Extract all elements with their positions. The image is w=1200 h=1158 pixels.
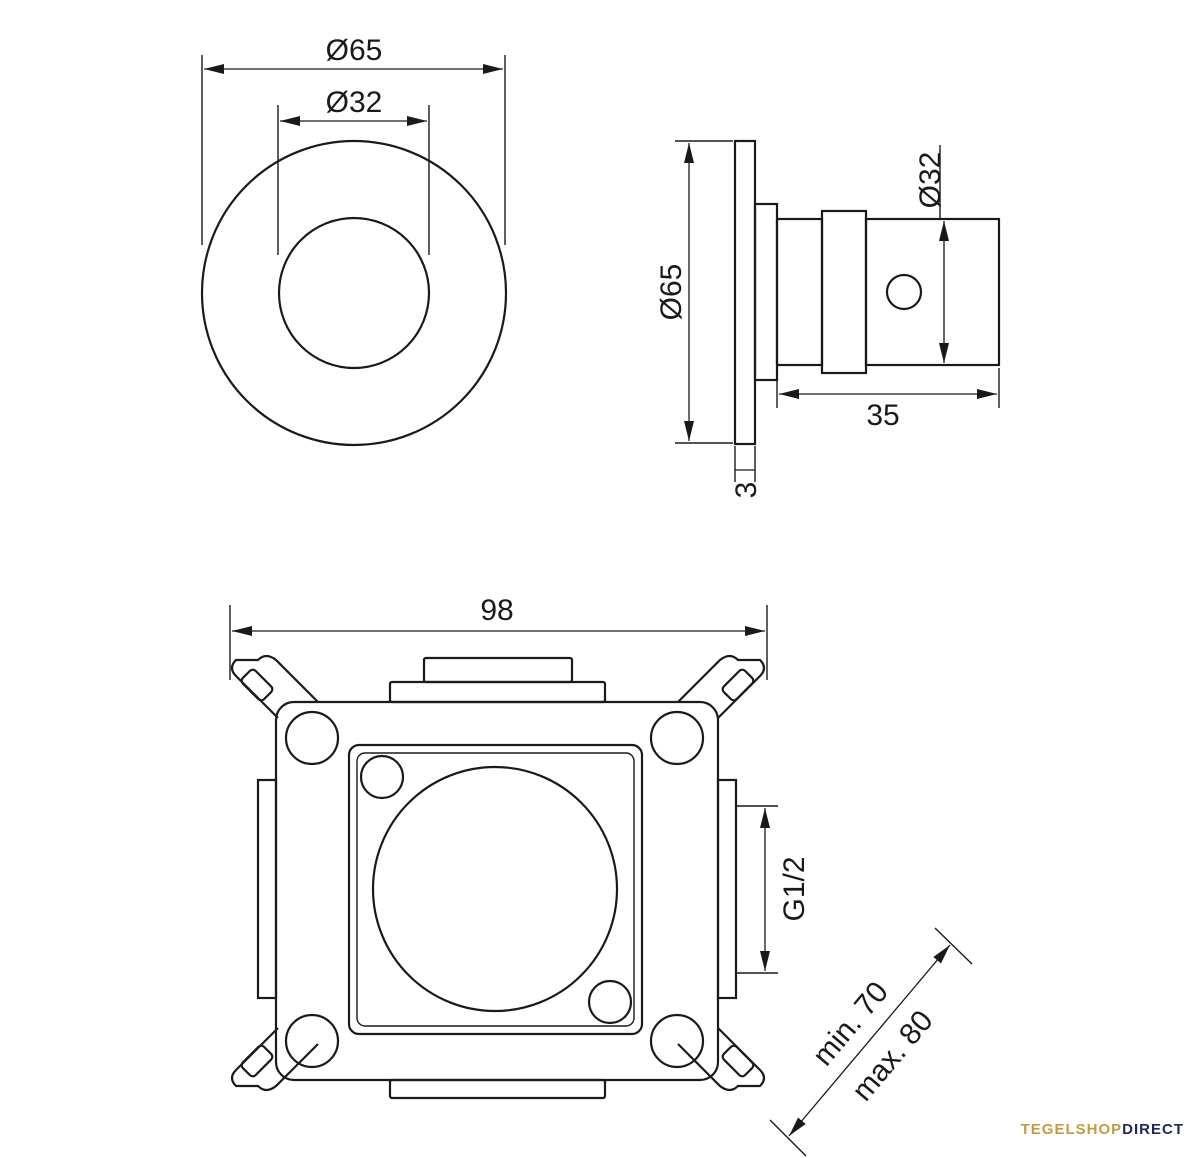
label-box-width: 98 xyxy=(480,594,513,627)
right-port xyxy=(716,778,738,1000)
top-boss-outer xyxy=(388,680,607,704)
box-view: 98 xyxy=(229,594,973,1157)
brand-part-1: TEGELSHOP xyxy=(1020,1121,1123,1138)
rosette-outer-circle xyxy=(200,139,508,447)
mounting-ear-top-right xyxy=(677,654,766,719)
inner-hole-bottom-right xyxy=(587,979,633,1025)
box-inner-frame xyxy=(347,743,644,1036)
side-plate xyxy=(733,139,757,446)
label-front-outer-diameter: Ø65 xyxy=(326,34,383,67)
side-ring xyxy=(820,209,868,375)
brand-part-2: DIRECT xyxy=(1122,1121,1184,1138)
screw-hole-top-left xyxy=(284,710,340,766)
mounting-ear-bottom-right xyxy=(677,1027,766,1092)
brand-logo: TEGELSHOPDIRECT xyxy=(1021,1121,1184,1138)
label-side-plate-thickness: 3 xyxy=(730,482,763,499)
box-housing xyxy=(274,700,720,1082)
left-port xyxy=(256,778,278,1000)
screw-hole-bottom-left xyxy=(284,1013,340,1069)
label-side-knob-diameter: Ø32 xyxy=(914,152,947,209)
bottom-boss xyxy=(388,1078,607,1100)
side-knob-hole xyxy=(885,273,923,311)
screw-hole-top-right xyxy=(649,710,705,766)
screw-hole-bottom-right xyxy=(649,1013,705,1069)
mounting-ear-top-left xyxy=(230,654,319,719)
label-side-plate-diameter: Ø65 xyxy=(655,264,688,321)
front-view: Ø65 Ø32 xyxy=(200,34,508,447)
dim-line-depth xyxy=(788,944,951,1137)
label-thread-size: G1/2 xyxy=(778,856,811,921)
cartridge-circle xyxy=(371,765,619,1013)
rosette-inner-circle xyxy=(277,216,431,370)
label-front-inner-diameter: Ø32 xyxy=(326,86,383,119)
top-boss-inner xyxy=(422,656,574,684)
side-shaft xyxy=(775,217,824,367)
side-collar xyxy=(753,202,779,382)
side-knob xyxy=(864,217,1001,367)
inner-hole-top-left xyxy=(359,754,405,800)
box-inner-frame-line xyxy=(356,752,635,1027)
side-view: Ø65 Ø32 35 3 xyxy=(655,139,1001,499)
mounting-ear-bottom-left xyxy=(230,1027,319,1092)
label-side-depth: 35 xyxy=(866,399,899,432)
